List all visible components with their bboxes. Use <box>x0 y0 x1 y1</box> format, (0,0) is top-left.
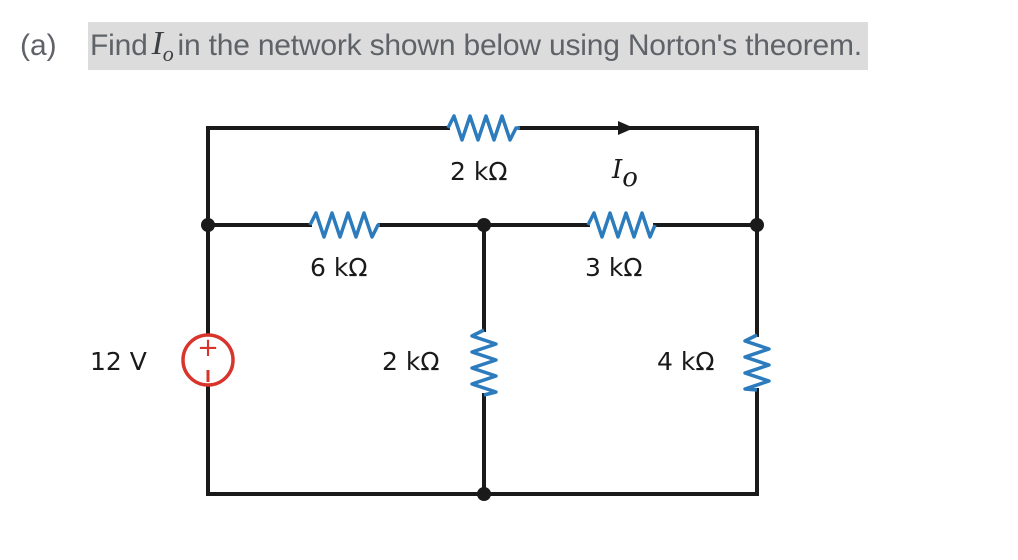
source-plus-sign: + <box>197 333 219 363</box>
node-center-bottom <box>477 487 491 501</box>
resistor-4k-label: 4 kΩ <box>657 347 714 376</box>
question-variable: Io <box>151 25 174 66</box>
resistor-center-label: 2 kΩ <box>382 347 439 376</box>
resistor-4k <box>743 333 771 392</box>
node-right <box>750 218 764 232</box>
question-text: Find Io in the network shown below using… <box>88 22 868 70</box>
current-arrow-icon <box>618 121 634 135</box>
current-label: Io <box>611 155 638 193</box>
resistor-3k-label: 3 kΩ <box>585 253 642 282</box>
circuit-resistors <box>308 114 771 397</box>
node-center-top <box>477 218 491 232</box>
resistor-6k <box>308 211 380 239</box>
question-text-after: in the network shown below using Norton'… <box>177 29 863 62</box>
question-label: (a) <box>20 29 57 62</box>
question-header: (a) Find Io in the network shown below u… <box>20 22 868 70</box>
voltage-source: + <box>181 333 235 387</box>
resistor-top-2k <box>446 114 520 142</box>
resistor-top-label: 2 kΩ <box>450 157 507 186</box>
question-text-before: Find <box>90 29 148 62</box>
resistor-6k-label: 6 kΩ <box>310 253 367 282</box>
node-left <box>201 218 215 232</box>
resistor-3k <box>586 211 657 239</box>
resistor-center-2k <box>470 328 498 397</box>
circuit-nodes <box>201 218 764 501</box>
source-value-label: 12 V <box>90 347 147 376</box>
